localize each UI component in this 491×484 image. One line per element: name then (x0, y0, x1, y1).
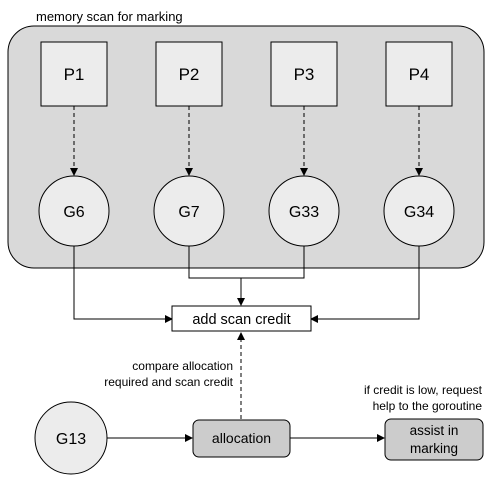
allocation-box: allocation (192, 419, 291, 458)
processor-p1: P1 (40, 41, 108, 107)
memory-scan-group-label: memory scan for marking (36, 9, 183, 24)
processor-p2: P2 (155, 41, 223, 107)
goroutine-g13: G13 (34, 401, 108, 475)
goroutine-g33-label: G33 (289, 204, 319, 221)
connector-g7-g33-merge (188, 246, 305, 279)
memory-scan-group (7, 25, 485, 269)
add-scan-credit-box: add scan credit (171, 305, 312, 332)
add-scan-credit-label: add scan credit (192, 312, 290, 328)
goroutine-g13-label: G13 (56, 431, 86, 448)
compare-note-line1: compare allocation (132, 359, 233, 373)
goroutine-g34-label: G34 (404, 204, 434, 221)
goroutine-g33: G33 (268, 175, 340, 247)
goroutine-g6-label: G6 (63, 204, 84, 221)
processor-p4: P4 (385, 41, 453, 107)
processor-p4-label: P4 (409, 65, 430, 84)
goroutine-g6: G6 (38, 175, 110, 247)
goroutine-g7: G7 (153, 175, 225, 247)
goroutine-g7-label: G7 (178, 204, 199, 221)
assist-label-line2: marking (410, 441, 458, 456)
processor-p3: P3 (270, 41, 338, 107)
assist-label-line1: assist in (410, 423, 459, 438)
goroutine-g34: G34 (383, 175, 455, 247)
processor-p1-label: P1 (64, 65, 85, 84)
assist-note-line2: help to the goroutine (373, 399, 483, 413)
processor-p3-label: P3 (294, 65, 315, 84)
connector-g34-credit (310, 246, 420, 323)
connector-g6-credit (73, 246, 173, 323)
assist-note-line1: if credit is low, request (364, 383, 483, 397)
assist-marking-box: assist in marking (384, 418, 484, 461)
processor-p2-label: P2 (179, 65, 200, 84)
allocation-label: allocation (212, 430, 271, 446)
compare-note-line2: required and scan credit (104, 375, 233, 389)
